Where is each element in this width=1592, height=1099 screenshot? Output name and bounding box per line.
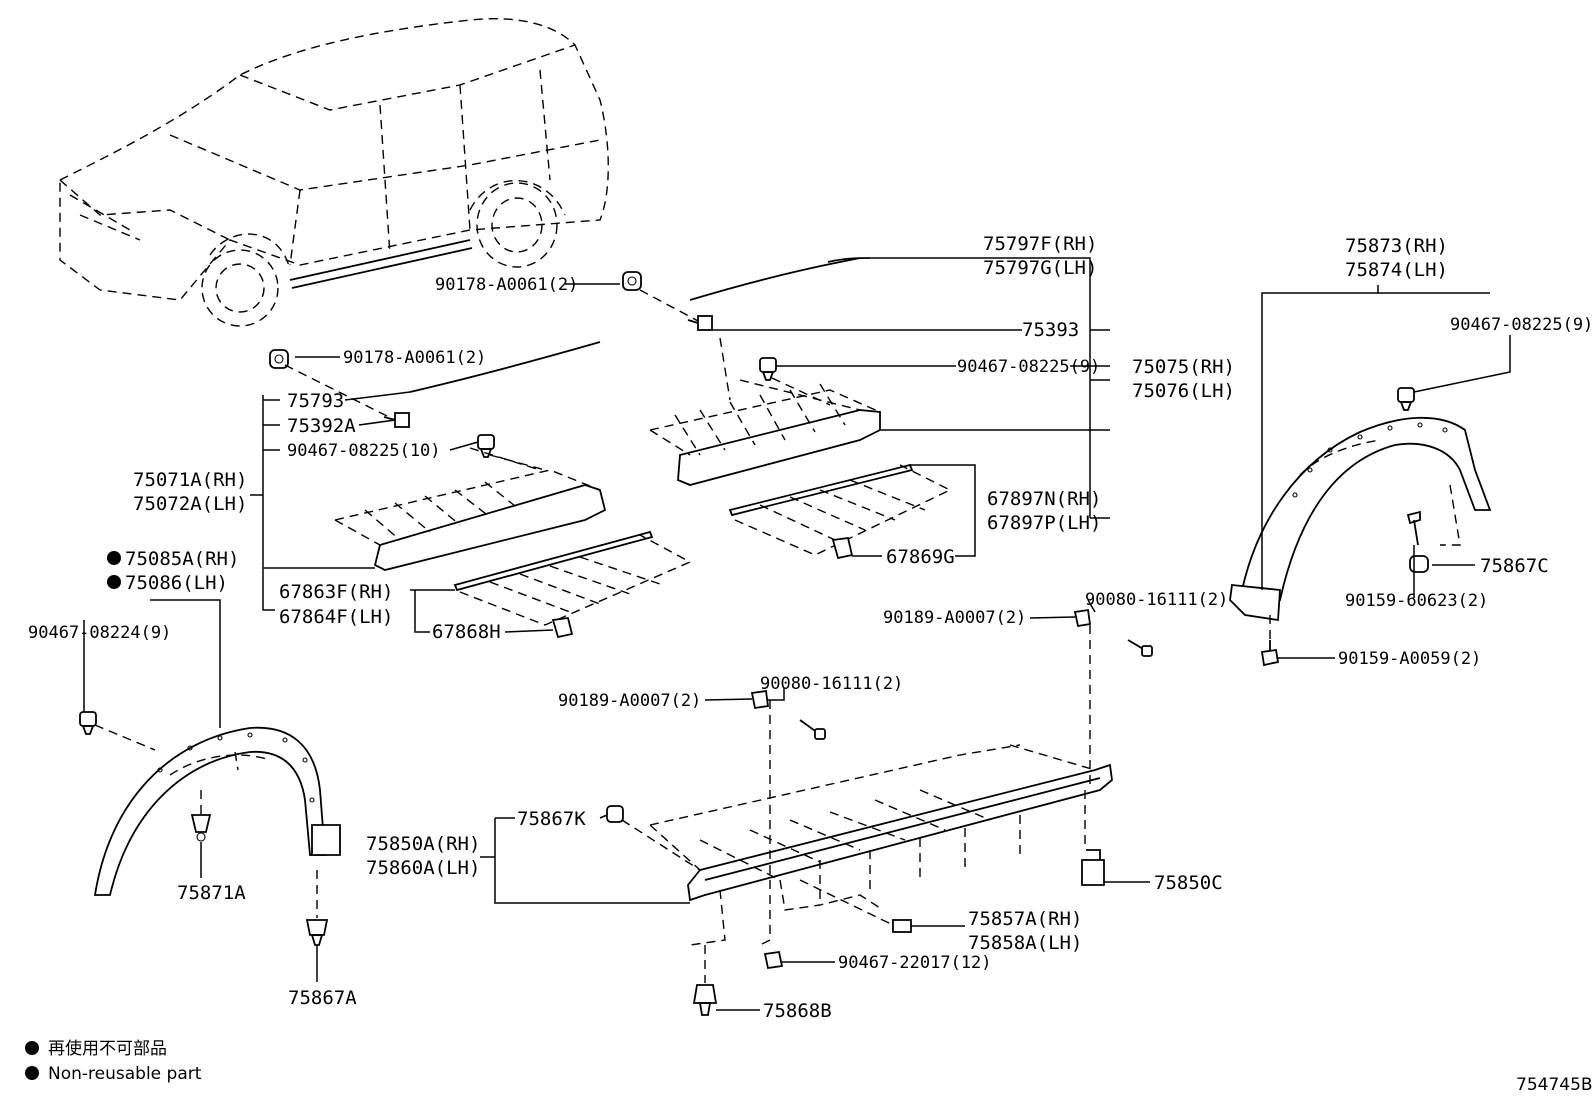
- part-label: 75867C: [1480, 555, 1549, 577]
- clip-icon: [831, 537, 854, 560]
- clip-icon: [763, 950, 784, 970]
- part-label: 75873(RH): [1345, 235, 1448, 257]
- part-label: 90467-08225(10): [287, 441, 441, 461]
- part-label: 75797F(RH): [983, 233, 1097, 255]
- part-label: 90080-16111(2): [1085, 590, 1228, 610]
- clip-icon: [1073, 608, 1092, 628]
- bullet-icon: [25, 1066, 39, 1080]
- part-label: 67863F(RH): [279, 581, 393, 603]
- part-label: 75072A(LH): [133, 493, 247, 515]
- screw-icon: [1127, 639, 1153, 657]
- nut-icon: [1409, 555, 1429, 573]
- part-label: 75393: [1022, 319, 1079, 341]
- clip-icon: [606, 805, 624, 823]
- legend-line-1: 再使用不可部品: [48, 1038, 167, 1059]
- bullet-icon: [25, 1041, 39, 1055]
- wheel-arch-right: [1229, 416, 1492, 622]
- part-label: 75860A(LH): [366, 857, 480, 879]
- part-label: 90178-A0061(2): [435, 275, 578, 295]
- part-label: 75857A(RH): [968, 908, 1082, 930]
- legend: 再使用不可部品 Non-reusable part: [25, 1038, 202, 1084]
- part-label: 75867K: [517, 808, 586, 830]
- figure-id: 754745B: [1516, 1075, 1592, 1095]
- part-label: 75868B: [763, 1000, 832, 1022]
- clip-icon: [692, 984, 718, 1016]
- clip-icon: [383, 412, 410, 428]
- part-label: 90189-A0007(2): [558, 691, 701, 711]
- legend-line-2: Non-reusable part: [48, 1064, 202, 1084]
- part-label: 75086(LH): [125, 572, 228, 594]
- clip-icon: [477, 434, 495, 458]
- part-label: 90159-A0059(2): [1338, 649, 1481, 669]
- part-label: 67864F(LH): [279, 606, 393, 628]
- screw-icon: [799, 719, 826, 740]
- part-label: 90080-16111(2): [760, 674, 903, 694]
- screw-icon: [1406, 510, 1421, 546]
- door-molding-upper-left: [334, 341, 692, 626]
- clip-icon: [750, 689, 770, 710]
- clip-icon: [190, 814, 212, 842]
- part-label: 67897P(LH): [987, 512, 1101, 534]
- part-label: 90467-08224(9): [28, 623, 171, 643]
- screw-icon: [1260, 640, 1280, 667]
- clip-icon: [1397, 387, 1415, 411]
- part-label: 90159-60623(2): [1345, 591, 1488, 611]
- part-label: 75874(LH): [1345, 259, 1448, 281]
- leader-lines: [83, 257, 1511, 1011]
- part-label: 75085A(RH): [125, 548, 239, 570]
- door-molding-upper-right: [649, 257, 952, 556]
- part-label: 75797G(LH): [983, 257, 1097, 279]
- non-reusable-marker: [107, 551, 121, 589]
- part-label: 75075(RH): [1132, 356, 1235, 378]
- part-label: 75793: [287, 390, 344, 412]
- clip-icon: [759, 357, 777, 381]
- part-label: 90189-A0007(2): [883, 608, 1026, 628]
- part-label: 75850A(RH): [366, 833, 480, 855]
- clip-icon: [305, 919, 329, 946]
- part-label: 75850C: [1154, 872, 1223, 894]
- clip-icon: [1081, 849, 1105, 886]
- nut-icon: [269, 349, 289, 369]
- part-label: 90467-22017(12): [838, 953, 992, 973]
- part-label: 67897N(RH): [987, 488, 1101, 510]
- vehicle-illustration: [59, 18, 609, 327]
- part-label: 75871A: [177, 882, 246, 904]
- clip-icon: [892, 919, 912, 933]
- part-label: 75076(LH): [1132, 380, 1235, 402]
- part-label: 67869G: [886, 546, 955, 568]
- part-label: 75867A: [288, 987, 357, 1009]
- part-label: 67868H: [432, 621, 501, 643]
- part-label: 75071A(RH): [133, 469, 247, 491]
- part-label: 90467-08225(9): [1450, 315, 1592, 335]
- clip-icon: [687, 315, 713, 331]
- part-label: 90467-08225(9): [957, 357, 1100, 377]
- part-label: 75392A: [287, 415, 356, 437]
- wheel-arch-left: [93, 726, 341, 896]
- clip-icon: [551, 617, 574, 639]
- clip-icon: [79, 711, 97, 735]
- part-labels: 75797F(RH) 75797G(LH) 75873(RH) 75874(LH…: [28, 233, 1592, 1022]
- nut-icon: [622, 271, 642, 291]
- part-label: 75858A(LH): [968, 932, 1082, 954]
- fasteners: [79, 271, 1429, 1016]
- rocker-panel: [649, 625, 1113, 946]
- part-label: 90178-A0061(2): [343, 348, 486, 368]
